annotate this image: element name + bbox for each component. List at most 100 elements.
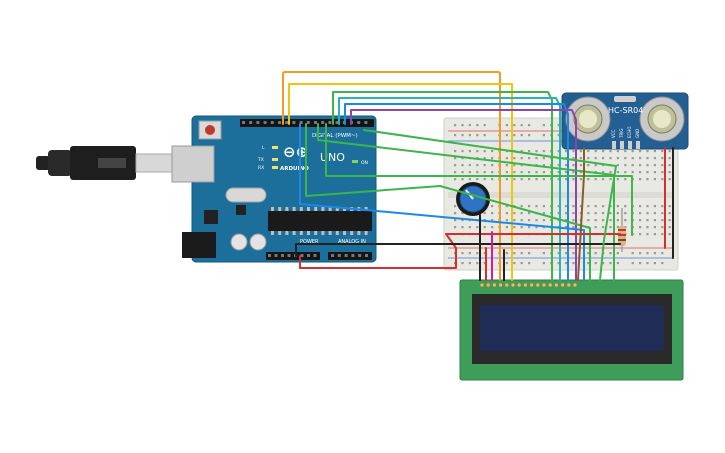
wire-green-mid[interactable]: [325, 123, 633, 236]
chip-pin: [314, 231, 318, 235]
breadboard-hole: [505, 164, 508, 167]
wire-green-upper[interactable]: [332, 91, 553, 281]
breadboard-hole: [668, 150, 671, 153]
breadboard-hole: [528, 205, 531, 208]
breadboard-hole: [602, 171, 605, 174]
sensor-mesh-right-inner: [653, 110, 671, 128]
rail-hole: [513, 262, 516, 265]
rail-hole: [609, 262, 612, 265]
arduino-brand-label: ARDUINO: [280, 166, 309, 172]
wire-red-power[interactable]: [299, 233, 621, 269]
breadboard-hole: [653, 219, 656, 222]
rail-hole: [557, 262, 560, 265]
arduino-logo-icon: ⊖⊕: [283, 143, 308, 161]
chip-pin: [278, 207, 282, 211]
breadboard-hole: [535, 178, 538, 181]
wire-green-long[interactable]: [363, 129, 617, 281]
breadboard-hole: [661, 178, 664, 181]
digital-pin-hole: [306, 121, 310, 124]
breadboard-hole: [454, 219, 457, 222]
breadboard-hole: [557, 150, 560, 153]
digital-pin-hole: [263, 121, 267, 124]
rail-hole: [468, 134, 471, 137]
breadboard-hole: [557, 164, 560, 167]
breadboard-hole: [609, 212, 612, 215]
rail-hole: [609, 252, 612, 255]
wire-yellow[interactable]: [288, 83, 513, 281]
resistor[interactable]: [618, 208, 626, 252]
breadboard-hole: [565, 212, 568, 215]
breadboard-hole: [639, 212, 642, 215]
breadboard-hole: [520, 150, 523, 153]
breadboard-hole: [594, 219, 597, 222]
rail-hole: [616, 252, 619, 255]
rail-hole: [565, 262, 568, 265]
usb-cable: [36, 146, 173, 180]
breadboard-hole: [468, 150, 471, 153]
analog-pin-header[interactable]: [328, 252, 372, 260]
breadboard-hole: [616, 219, 619, 222]
power-pin-hole: [287, 254, 291, 257]
digital-pin-hole: [256, 121, 260, 124]
breadboard-hole: [520, 157, 523, 160]
breadboard-hole: [461, 164, 464, 167]
breadboard-hole: [454, 205, 457, 208]
lcd-pin: [541, 282, 547, 288]
arduino-model-label: UNO: [320, 151, 345, 164]
breadboard-hole: [461, 157, 464, 160]
analog-pin-hole: [351, 254, 355, 257]
breadboard-hole: [483, 157, 486, 160]
breadboard-hole: [565, 226, 568, 229]
power-pin-header[interactable]: [266, 252, 320, 260]
lcd-pin: [535, 282, 541, 288]
wire-blue-lower[interactable]: [299, 123, 585, 281]
rail-hole: [476, 124, 479, 127]
analog-pin-hole: [344, 254, 348, 257]
sensor-pin-label: ECHO: [627, 127, 632, 138]
arduino-uno-board[interactable]: L TX RX ON DIGITAL (PWM~) ⊖⊕ UNO ARDUINO…: [171, 115, 377, 263]
wire-green-diag[interactable]: [317, 123, 615, 281]
wire-orange[interactable]: [282, 71, 501, 281]
breadboard-hole: [572, 205, 575, 208]
breadboard-hole: [572, 219, 575, 222]
wire-brown-sensor[interactable]: [577, 147, 585, 281]
wire-purple[interactable]: [350, 109, 577, 281]
sensor-pin-label: GND: [635, 129, 640, 138]
breadboard-hole: [542, 164, 545, 167]
power-pin-hole: [300, 254, 304, 257]
breadboard-hole: [624, 157, 627, 160]
breadboard-hole: [624, 150, 627, 153]
breadboard-hole: [661, 219, 664, 222]
chip-pin: [321, 231, 325, 235]
breadboard-hole: [631, 171, 634, 174]
wire-green-lower[interactable]: [305, 123, 591, 281]
digital-pin-hole: [285, 121, 289, 124]
wire-black-ground[interactable]: [295, 243, 621, 257]
wire-teal[interactable]: [338, 97, 561, 281]
breadboard-hole: [624, 205, 627, 208]
breadboard-hole: [653, 205, 656, 208]
rail-hole: [631, 252, 634, 255]
breadboard-hole: [483, 150, 486, 153]
breadboard-hole: [491, 157, 494, 160]
breadboard-hole: [602, 212, 605, 215]
rail-hole: [572, 262, 575, 265]
breadboard-hole: [491, 212, 494, 215]
chip-pin: [335, 231, 339, 235]
breadboard-hole: [639, 171, 642, 174]
breadboard-hole: [513, 171, 516, 174]
breadboard-hole: [646, 226, 649, 229]
breadboard-hole: [668, 233, 671, 236]
regulator-chip: [236, 205, 246, 215]
lcd-module[interactable]: [459, 279, 684, 381]
rail-hole: [542, 134, 545, 137]
chip-pin: [328, 207, 332, 211]
lcd-pin-header[interactable]: [479, 282, 578, 288]
breadboard-hole: [476, 178, 479, 181]
resistor-band-3: [618, 239, 626, 241]
breadboard-hole: [661, 233, 664, 236]
breadboard-hole: [491, 150, 494, 153]
breadboard-hole: [528, 171, 531, 174]
breadboard-hole: [624, 178, 627, 181]
